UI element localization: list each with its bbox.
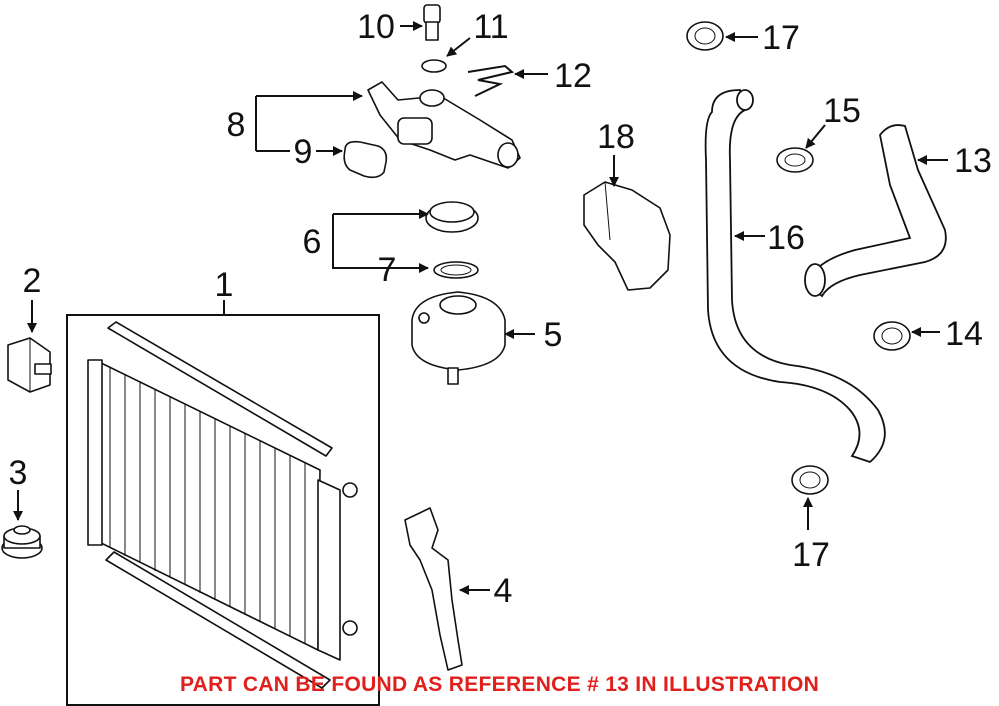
callout-15: 15 — [823, 92, 861, 130]
callout-5: 5 — [544, 316, 563, 354]
callout-14: 14 — [945, 315, 983, 353]
callout-12: 12 — [554, 57, 592, 95]
reference-caption: PART CAN BE FOUND AS REFERENCE # 13 IN I… — [179, 673, 820, 696]
radiator-assembly — [66, 314, 380, 706]
flange-gasket — [343, 140, 388, 179]
retaining-clip — [467, 64, 515, 97]
rubber-grommet — [1, 525, 43, 559]
clamp-15 — [776, 147, 814, 173]
expansion-tank — [411, 291, 506, 385]
callout-18: 18 — [597, 118, 635, 156]
callout-9: 9 — [294, 133, 313, 171]
upper-hose — [804, 124, 947, 298]
sensor-o-ring — [421, 59, 447, 73]
callout-13: 13 — [954, 142, 992, 180]
callout-4: 4 — [494, 572, 513, 610]
mount-bracket — [7, 337, 52, 393]
clamp-17-top — [686, 21, 724, 51]
callout-10: 10 — [357, 8, 395, 46]
callout-3: 3 — [9, 454, 28, 492]
hose-bracket — [583, 181, 671, 291]
filler-cap — [425, 201, 479, 233]
coolant-flange — [367, 81, 521, 169]
clamp-14 — [873, 321, 911, 351]
cap-seal — [433, 261, 479, 279]
callout-2: 2 — [23, 262, 42, 300]
callout-numbers: 1 2 3 4 5 6 7 8 9 10 11 12 13 14 15 16 1… — [9, 8, 992, 610]
callout-17-bottom: 17 — [792, 536, 830, 574]
temp-sensor — [423, 4, 441, 41]
callout-8: 8 — [227, 106, 246, 144]
callout-16: 16 — [767, 219, 805, 257]
callout-17-top: 17 — [762, 19, 800, 57]
clamp-17-bottom — [791, 465, 829, 495]
callout-11: 11 — [473, 8, 508, 46]
callout-1: 1 — [215, 266, 234, 304]
lower-hose — [704, 89, 886, 464]
leader-lines — [13, 21, 948, 595]
callout-7: 7 — [378, 251, 397, 289]
callout-6: 6 — [303, 223, 322, 261]
air-guide — [404, 507, 463, 671]
